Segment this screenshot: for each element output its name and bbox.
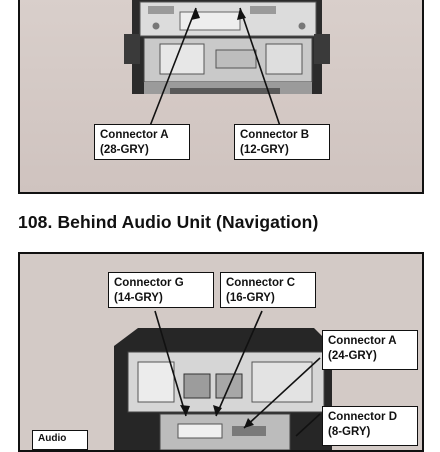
connector-d-name: Connector D [328, 411, 397, 423]
callout-audio: Audio [32, 430, 88, 450]
section-title: Behind Audio Unit (Navigation) [57, 212, 319, 232]
callout-connector-c: Connector C (16-GRY) [220, 272, 316, 308]
figure-panel-top: Connector A (28-GRY) Connector B (12-GRY… [18, 0, 424, 194]
callout-connector-a-bottom: Connector A (24-GRY) [322, 330, 418, 370]
connector-c-name: Connector C [226, 277, 295, 289]
connector-a-spec: (28-GRY) [100, 144, 149, 156]
connector-b-name: Connector B [240, 129, 309, 141]
section-heading: 108. Behind Audio Unit (Navigation) [18, 212, 318, 233]
connector-d-spec: (8-GRY) [328, 426, 371, 438]
connector-g-spec: (14-GRY) [114, 292, 163, 304]
section-number: 108. [18, 212, 53, 232]
callout-connector-a-top: Connector A (28-GRY) [94, 124, 190, 160]
callout-connector-b-top: Connector B (12-GRY) [234, 124, 330, 160]
callout-connector-g: Connector G (14-GRY) [108, 272, 214, 308]
connector-g-name: Connector G [114, 277, 184, 289]
connector-a-name: Connector A [100, 129, 169, 141]
connector-a-bottom-name: Connector A [328, 335, 397, 347]
connector-c-spec: (16-GRY) [226, 292, 275, 304]
audio-unit-photo-top [20, 0, 422, 192]
connector-b-spec: (12-GRY) [240, 144, 289, 156]
audio-label: Audio [38, 433, 67, 444]
connector-a-bottom-spec: (24-GRY) [328, 350, 377, 362]
figure-panel-bottom: Connector G (14-GRY) Connector C (16-GRY… [18, 252, 424, 452]
callout-connector-d: Connector D (8-GRY) [322, 406, 418, 446]
